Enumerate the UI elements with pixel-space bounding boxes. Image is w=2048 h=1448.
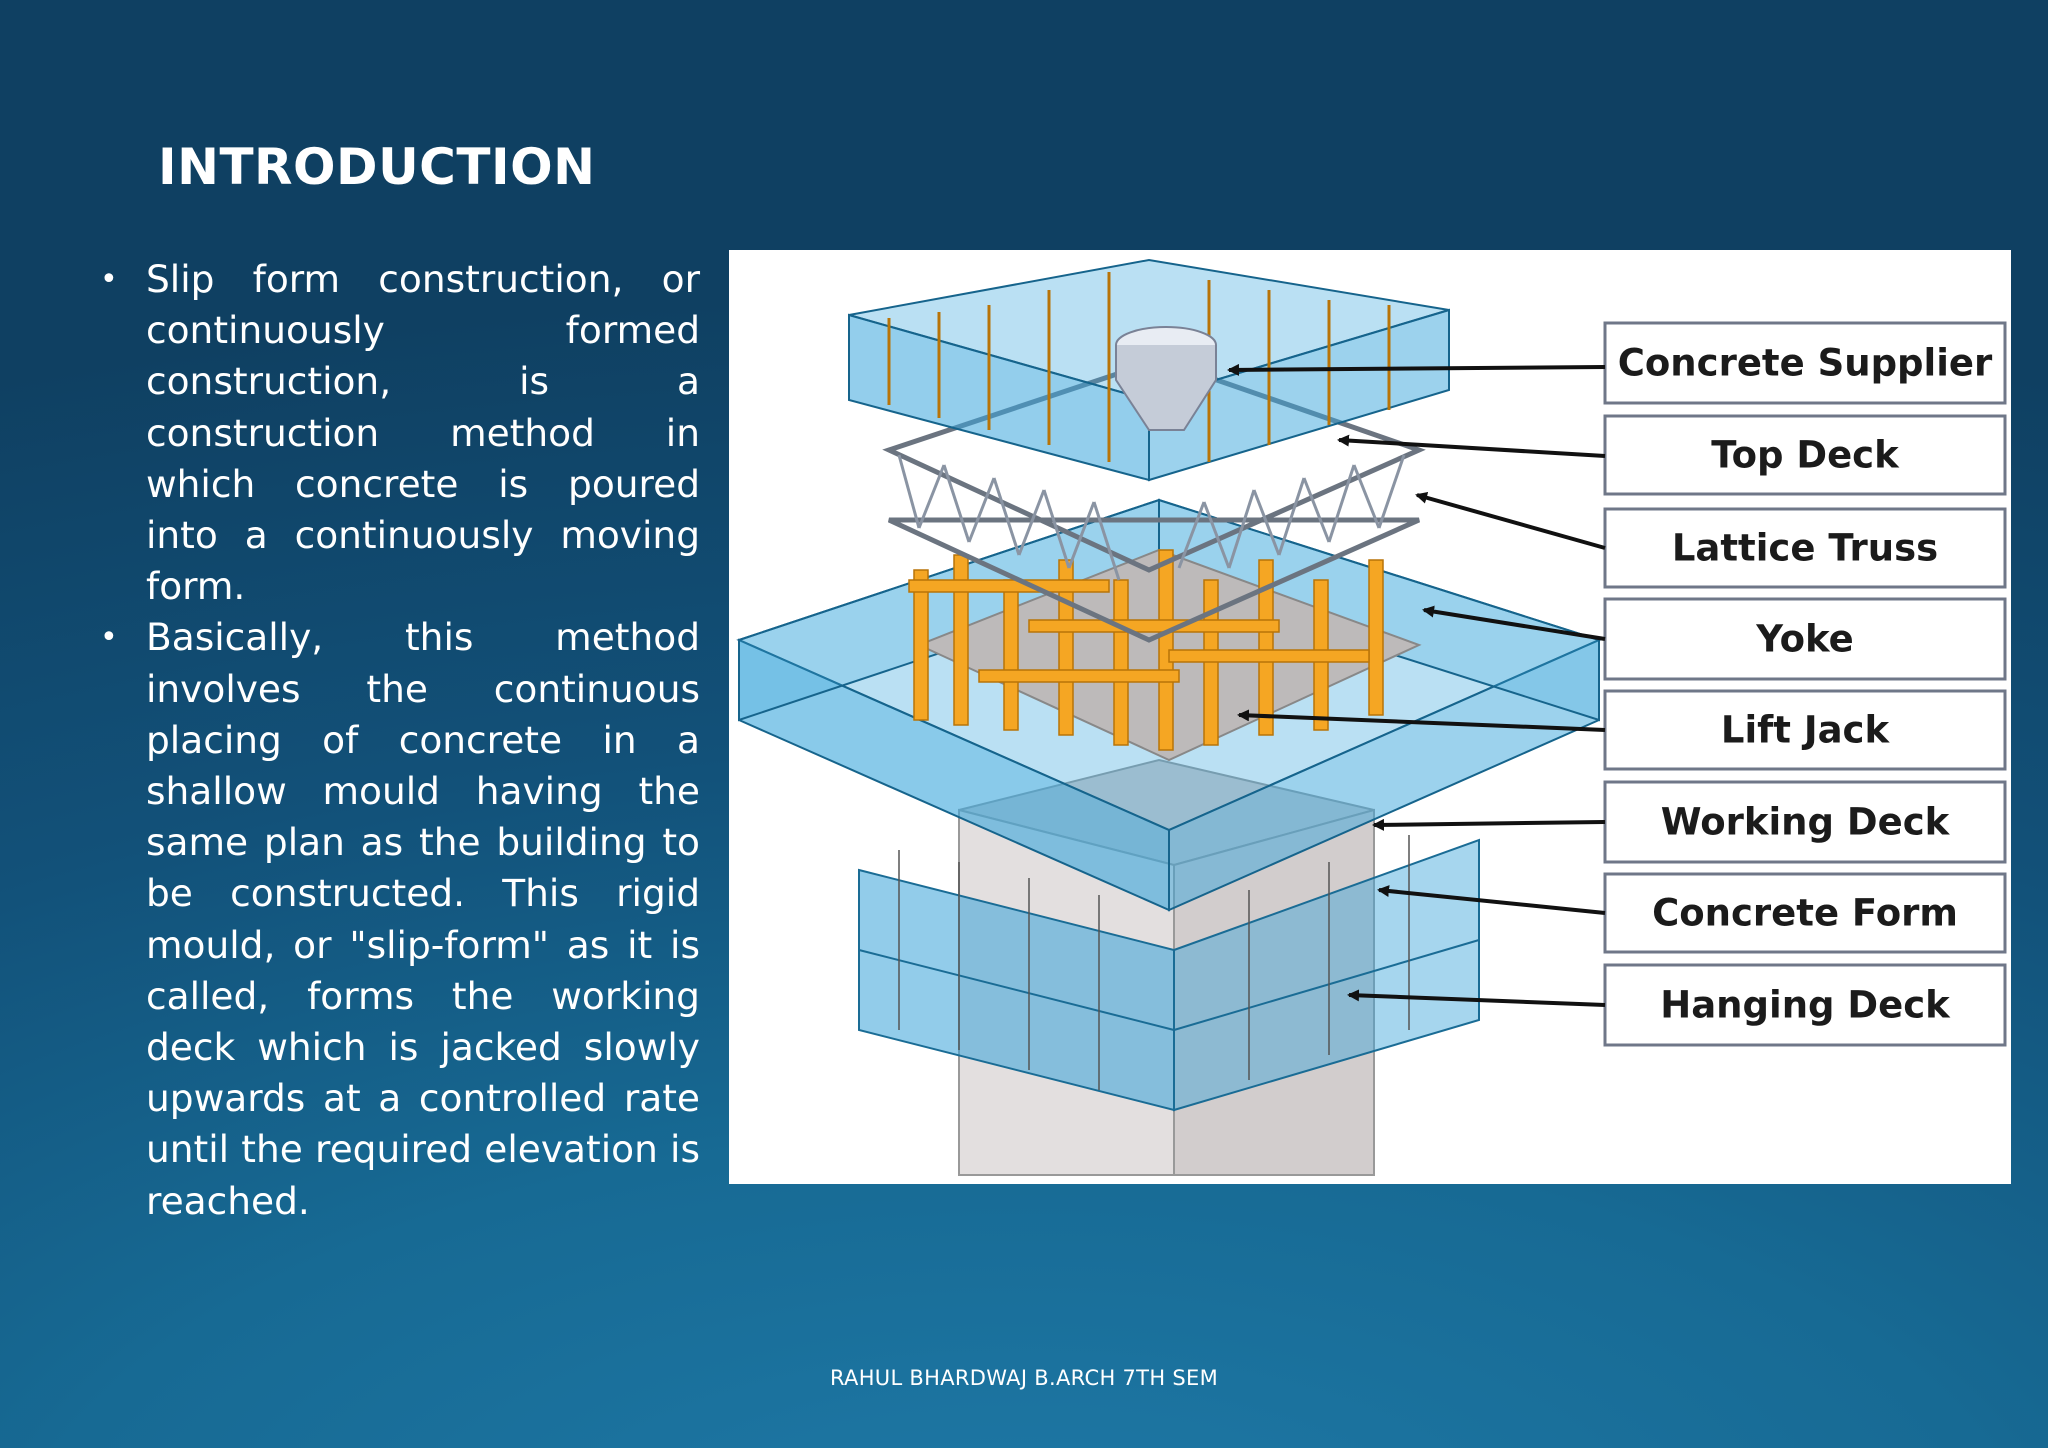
bullet-item: • Slip form construction, or continuousl… [96, 254, 700, 612]
slide-title: INTRODUCTION [158, 138, 596, 196]
label-concrete-supplier: Concrete Supplier [1603, 321, 2007, 405]
label-lattice-truss: Lattice Truss [1603, 507, 2007, 589]
leader-arrows [1227, 363, 1606, 1007]
bullet-item: • Basically, this method involves the co… [96, 612, 700, 1226]
bullet-text: Basically, this method involves the cont… [146, 615, 700, 1223]
bullet-text: Slip form construction, or continuously … [146, 257, 700, 609]
svg-text:Yoke: Yoke [1755, 618, 1854, 661]
bullet-list: • Slip form construction, or continuousl… [96, 254, 700, 1227]
label-concrete-form: Concrete Form [1603, 872, 2007, 954]
lattice-truss [882, 357, 1426, 643]
label-hanging-deck: Hanging Deck [1603, 963, 2007, 1047]
label-lift-jack: Lift Jack [1603, 689, 2007, 771]
svg-text:Concrete Form: Concrete Form [1652, 892, 1958, 935]
svg-text:Concrete Supplier: Concrete Supplier [1618, 342, 1993, 385]
label-yoke: Yoke [1603, 597, 2007, 681]
svg-text:Working Deck: Working Deck [1661, 801, 1951, 844]
svg-text:Hanging Deck: Hanging Deck [1660, 984, 1951, 1027]
label-working-deck: Working Deck [1603, 780, 2007, 864]
label-top-deck: Top Deck [1603, 414, 2007, 496]
bullet-icon: • [100, 620, 118, 656]
bullet-icon: • [100, 262, 118, 297]
svg-text:Lift Jack: Lift Jack [1721, 709, 1891, 752]
footer-author: RAHUL BHARDWAJ B.ARCH 7TH SEM [829, 1366, 1218, 1390]
hanging-deck [858, 838, 1480, 1112]
svg-text:Lattice Truss: Lattice Truss [1672, 527, 1938, 570]
svg-text:Top Deck: Top Deck [1711, 434, 1900, 477]
concrete-hopper [1115, 326, 1217, 431]
slipform-diagram: Concrete Supplier Top Deck Lattice Truss… [729, 250, 2011, 1184]
slipform-illustration: Concrete Supplier Top Deck Lattice Truss… [736, 258, 2007, 1176]
